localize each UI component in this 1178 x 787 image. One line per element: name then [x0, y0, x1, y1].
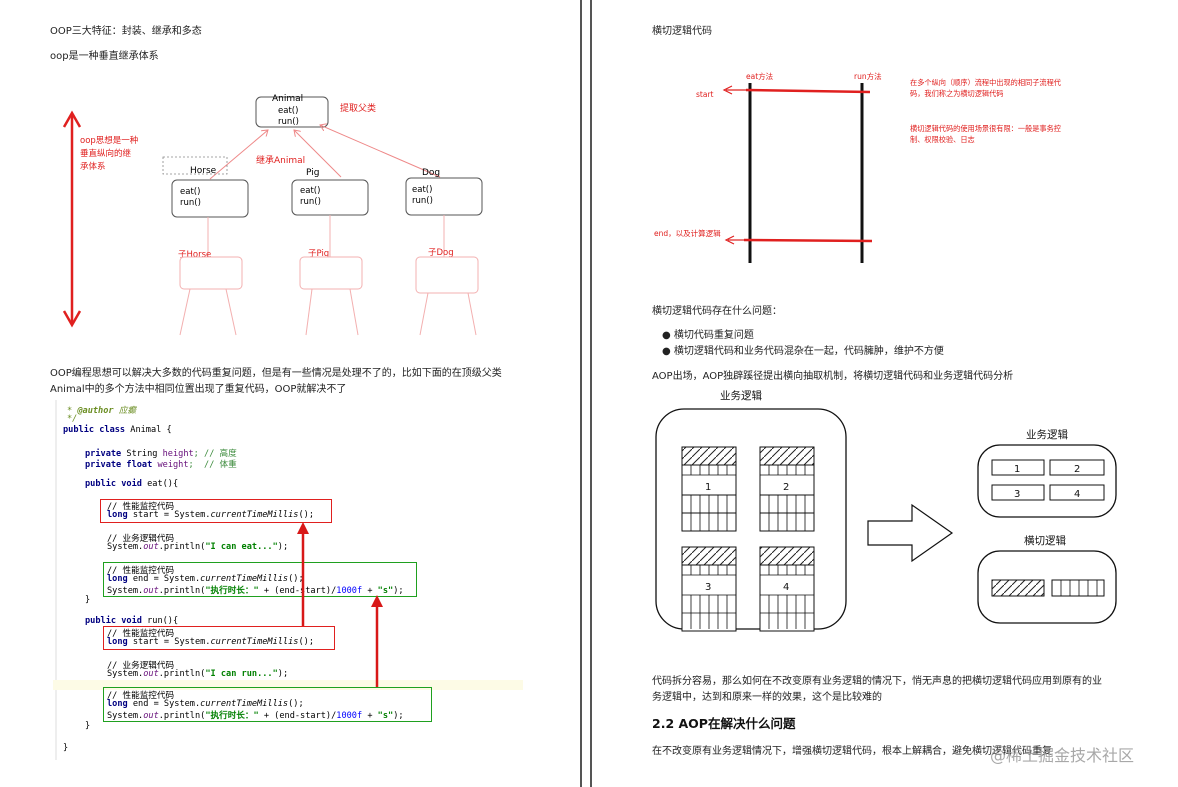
left-heading-vertical: oop是一种垂直继承体系 [50, 51, 159, 62]
perf-start-box-1 [100, 499, 332, 523]
svg-text:1: 1 [705, 482, 711, 493]
eat-method-label: eat方法 [746, 71, 774, 81]
vertical-note-line3: 承体系 [80, 161, 106, 172]
left-paragraph-line1: OOP编程思想可以解决大多数的代码重复问题，但是有一些情况是处理不了的，比如下面… [50, 368, 502, 379]
vertical-note-line1: oop思想是一种 [80, 135, 138, 146]
animal-method-run: run() [278, 117, 299, 127]
sub-dog-box [415, 256, 479, 294]
perf-end-box-2 [103, 687, 432, 722]
problem-bullet-2: ● 横切逻辑代码和业务代码混杂在一起，代码臃肿，维护不方便 [662, 346, 944, 357]
pig-method-run: run() [300, 197, 321, 207]
sub-horse-label: 子Horse [178, 250, 211, 260]
perf-start-box-2 [103, 626, 335, 650]
biz-logic-container-right [977, 444, 1117, 518]
dog-title: Dog [422, 168, 440, 178]
left-paragraph-line2: Animal中的多个方法中相同位置出现了重复代码，OOP就解决不了 [50, 384, 347, 395]
crosscut-note1-line2: 码，我们称之为横切逻辑代码 [910, 89, 1003, 98]
right-paragraph2-line2: 务逻辑中，达到和原来一样的效果，这个是比较难的 [652, 692, 882, 703]
biz-cell-3: 3 [1014, 489, 1020, 500]
biz-cell-2: 2 [1074, 464, 1080, 475]
sub-pig-box [299, 256, 363, 290]
sub-horse-box [179, 256, 243, 290]
end-cross-line [743, 238, 873, 243]
animal-title: Animal [272, 94, 303, 104]
animal-code-block: * @author 应癫 */ public class Animal { pr… [53, 400, 523, 760]
crosscut-note2-line2: 制、权限校验、日志 [910, 135, 975, 144]
problems-title: 横切逻辑代码存在什么问题： [652, 306, 782, 317]
crosscut-logic-container [977, 550, 1117, 624]
biz-logic-title-left: 业务逻辑 [720, 389, 762, 402]
pig-title: Pig [306, 168, 319, 178]
crosscutting-diagram: eat方法 run方法 start end，以及计算逻辑 在多个纵向（顺序）流程… [654, 71, 1061, 263]
svg-text:4: 4 [783, 582, 789, 593]
code-up-arrows [297, 522, 383, 687]
sub-pig-label: 子Pig [308, 249, 329, 259]
code-block-3: 3 [681, 546, 737, 632]
vertical-note-line2: 垂直纵向的继 [80, 148, 132, 159]
biz-cell-4: 4 [1074, 489, 1080, 500]
section-title-aop: 2.2 AOP在解决什么问题 [652, 716, 796, 731]
end-label: end，以及计算逻辑 [654, 228, 721, 238]
right-heading-crosscutting: 横切逻辑代码 [652, 26, 712, 37]
right-paragraph2-line1: 代码拆分容易，那么如何在不改变原有业务逻辑的情况下，悄无声息的把横切逻辑代码应用… [652, 676, 1102, 687]
horse-title: Horse [190, 166, 217, 176]
oop-inheritance-diagram: oop思想是一种 垂直纵向的继 承体系 Animal eat() run() 提… [62, 94, 483, 336]
code-block-4: 4 [759, 546, 815, 632]
dog-method-run: run() [412, 196, 433, 206]
crosscut-logic-title: 横切逻辑 [1024, 534, 1066, 547]
horse-method-eat: eat() [180, 187, 200, 197]
biz-logic-title-right: 业务逻辑 [1026, 428, 1068, 441]
perf-end-box-1 [103, 562, 417, 597]
aop-paragraph: AOP出场，AOP独辟蹊径提出横向抽取机制，将横切逻辑代码和业务逻辑代码分析 [652, 371, 1014, 382]
biz-cell-1: 1 [1014, 464, 1020, 475]
problem-bullet-1: ● 横切代码重复问题 [662, 330, 754, 341]
svg-text:2: 2 [783, 482, 789, 493]
page-divider-right [590, 0, 592, 787]
dog-method-eat: eat() [412, 185, 432, 195]
start-cross-line [745, 88, 871, 94]
run-method-label: run方法 [854, 71, 882, 81]
horse-title-box [162, 156, 228, 175]
left-heading-oop-features: OOP三大特征：封装、继承和多态 [50, 26, 202, 37]
pig-method-eat: eat() [300, 186, 320, 196]
animal-box [255, 96, 329, 128]
animal-method-eat: eat() [278, 106, 298, 116]
horse-method-run: run() [180, 198, 201, 208]
start-label: start [696, 90, 714, 99]
right-paragraph3: 在不改变原有业务逻辑情况下，增强横切逻辑代码，根本上解耦合，避免横切逻辑代码重复 [652, 746, 1052, 757]
horse-box [171, 179, 249, 218]
sub-dog-label: 子Dog [428, 248, 454, 258]
crosscut-note1-line1: 在多个纵向（顺序）流程中出现的相同子流程代 [910, 78, 1061, 87]
transform-arrow [867, 503, 954, 563]
author-tag: @author [77, 406, 114, 416]
extract-parent-label: 提取父类 [340, 102, 376, 114]
code-block-2: 2 [759, 446, 815, 532]
svg-text:3: 3 [705, 582, 711, 593]
inherit-animal-label: 继承Animal [256, 154, 305, 166]
crosscut-note2-line1: 横切逻辑代码的使用场景很有限：一般是事务控 [910, 124, 1061, 133]
aop-separation-diagram: 业务逻辑 1 2 3 4 业务逻辑 1 2 3 4 横切逻辑 [655, 389, 1117, 632]
page-divider-left [580, 0, 582, 787]
code-block-1: 1 [681, 446, 737, 532]
watermark: @稀土掘金技术社区 [990, 746, 1135, 765]
